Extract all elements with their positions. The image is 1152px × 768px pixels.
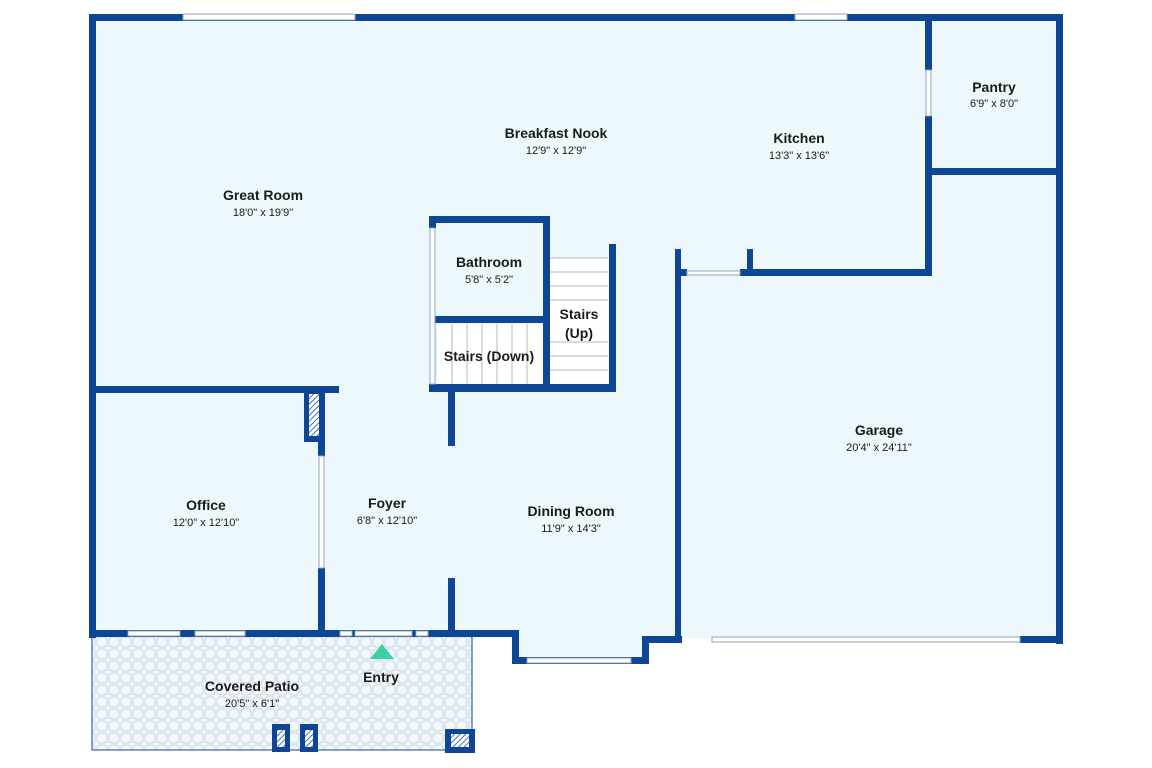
- covered-patio-name: Covered Patio: [205, 678, 299, 694]
- window-office-1: [127, 630, 181, 637]
- window-great-room: [182, 13, 356, 21]
- stairs-down-area: [437, 324, 542, 384]
- dining-room-dims: 11'9" x 14'3": [541, 523, 601, 535]
- stairs-up-area: [550, 258, 608, 384]
- window-dining-bay: [526, 657, 632, 664]
- pantry-dims: 6'9" x 8'0": [970, 98, 1018, 110]
- pantry-name: Pantry: [972, 79, 1016, 95]
- covered-patio-dims: 20'5" x 6'1": [225, 698, 279, 710]
- right-wall: [1056, 14, 1063, 644]
- kitchen-garage-wall: [740, 269, 932, 276]
- front-door-opening: [354, 630, 413, 637]
- garage-name: Garage: [855, 422, 903, 438]
- breakfast-nook-name: Breakfast Nook: [505, 125, 608, 141]
- garage-bottom-right-wall: [1020, 636, 1063, 643]
- window-foyer-2: [415, 630, 429, 637]
- patio-column-1-hatch: [277, 730, 285, 747]
- left-wall: [89, 14, 96, 638]
- office-door-opening: [318, 455, 325, 569]
- bath-right-wall: [543, 216, 550, 390]
- bath-side-opening: [429, 227, 436, 385]
- stairs-bottom-wall: [429, 384, 615, 392]
- stairs-down-name: Stairs (Down): [444, 348, 534, 364]
- bay-right-wall: [642, 636, 649, 664]
- pantry-door-opening: [925, 69, 932, 117]
- garage-dims: 20'4" x 24'11": [846, 442, 912, 454]
- kitchen-stub-wall: [747, 249, 753, 273]
- stairs-up-right-wall: [609, 244, 616, 392]
- pantry-wall-lower: [925, 116, 932, 276]
- patio-column-2-hatch: [305, 730, 313, 747]
- dining-divider-upper: [448, 390, 455, 446]
- breakfast-nook-dims: 12'9" x 12'9": [526, 145, 586, 157]
- great-room-dims: 18'0" x 19'9": [233, 207, 293, 219]
- stairs-up-name-line1: Stairs: [560, 306, 599, 322]
- bath-top-wall: [429, 216, 550, 223]
- foyer-name: Foyer: [368, 495, 407, 511]
- stairs-up-name-line2: (Up): [565, 325, 593, 341]
- patio-column-3-hatch: [451, 734, 469, 747]
- garage-door: [711, 636, 1021, 643]
- window-office-2: [194, 630, 246, 637]
- kitchen-name: Kitchen: [773, 130, 824, 146]
- column-foyer-hatch: [309, 394, 319, 436]
- bath-bottom-wall: [432, 316, 547, 323]
- office-dims: 12'0" x 12'10": [173, 517, 240, 529]
- bathroom-dims: 5'8" x 5'2": [465, 274, 513, 286]
- top-wall: [89, 14, 1063, 21]
- entry-label: Entry: [363, 669, 399, 685]
- garage-left-wall: [675, 249, 681, 639]
- dining-room-name: Dining Room: [527, 503, 614, 519]
- bath-left-stub: [429, 216, 436, 228]
- office-top-wall: [89, 386, 339, 393]
- garage-door-opening: [686, 270, 741, 276]
- bay-left-wall: [512, 630, 519, 664]
- bottom-mid-wall: [642, 636, 682, 643]
- office-right-wall-lower: [318, 568, 325, 636]
- entry-marker-icon: [370, 644, 394, 659]
- windows: [127, 13, 1021, 664]
- foyer-dims: 6'8" x 12'10": [357, 515, 417, 527]
- window-foyer-1: [339, 630, 353, 637]
- bottom-left-wall: [89, 630, 517, 637]
- pantry-wall-upper: [925, 14, 932, 70]
- window-kitchen: [794, 13, 848, 21]
- dining-divider-lower: [448, 578, 455, 636]
- stairs-up-treads: [550, 257, 608, 384]
- kitchen-dims: 13'3" x 13'6": [769, 150, 829, 162]
- walls: [89, 14, 1063, 753]
- bathroom-name: Bathroom: [456, 254, 522, 270]
- great-room-name: Great Room: [223, 187, 303, 203]
- garage-door-stub: [675, 269, 687, 276]
- pantry-bottom-wall: [928, 168, 1063, 175]
- office-name: Office: [186, 497, 226, 513]
- stairs-down-treads: [437, 324, 542, 384]
